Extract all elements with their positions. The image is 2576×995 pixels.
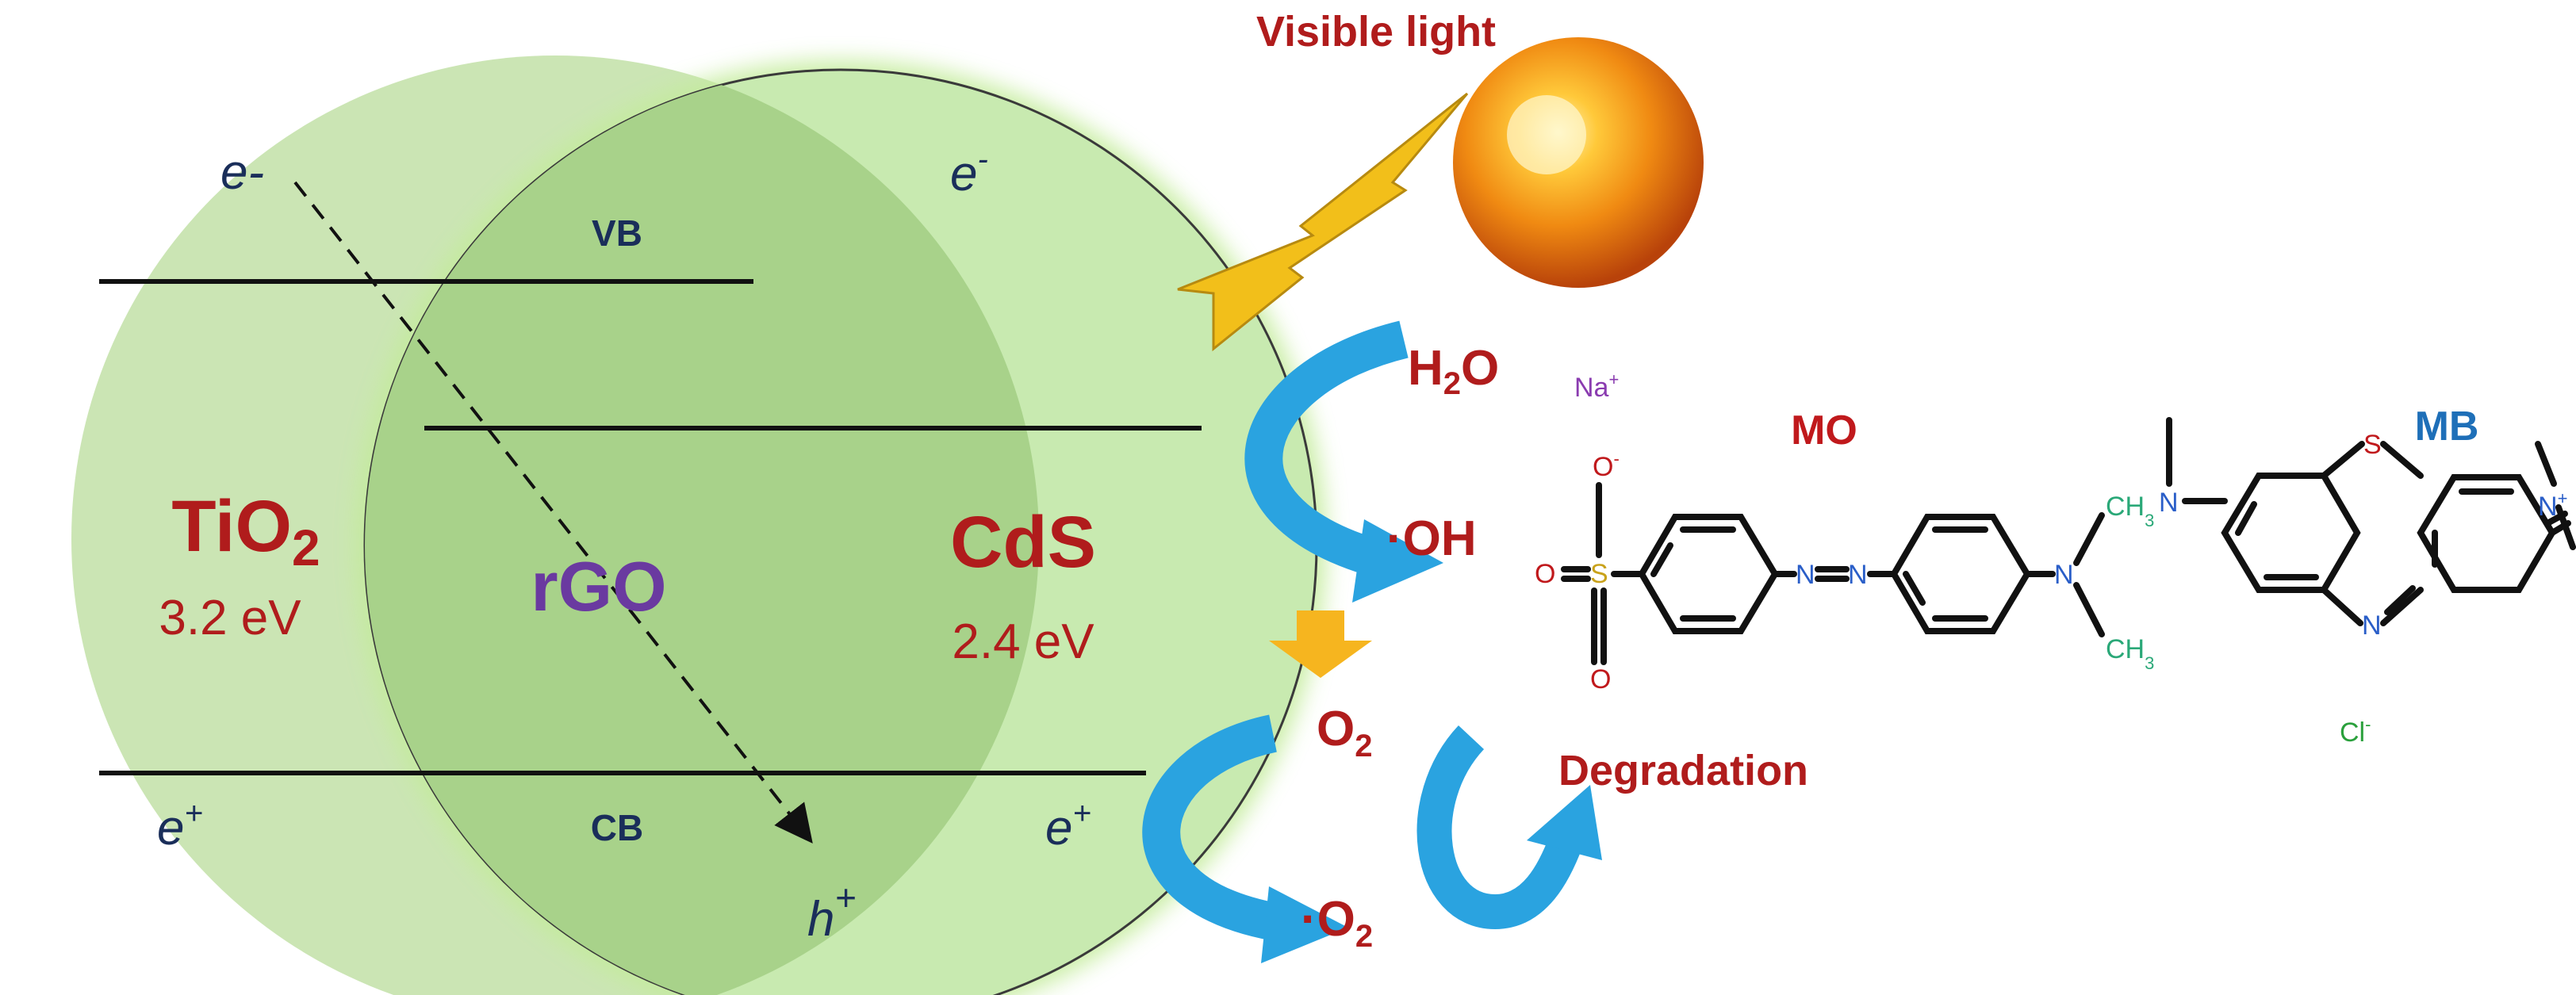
oxygen-to-superoxide-arrow: [1142, 714, 1288, 943]
mo-n3: N: [2054, 560, 2074, 590]
mo-o-bottom: O: [1590, 664, 1611, 695]
hole-center-label: h+: [807, 877, 856, 947]
mo-o-top: O-: [1593, 449, 1620, 482]
cb-label: CB: [591, 807, 643, 848]
mb-molecule: MB Cl- N S N N+: [2159, 404, 2576, 748]
mb-title: MB: [2415, 404, 2479, 450]
mb-s: S: [2363, 430, 2382, 460]
mo-title: MO: [1791, 408, 1857, 453]
vb-label: VB: [592, 212, 642, 254]
overlap-region: [365, 70, 1039, 995]
lightning-bolt-icon: [1177, 92, 1469, 352]
sun-flare: [1507, 95, 1586, 174]
hole-left-label: e+: [157, 796, 203, 855]
cds-label: CdS: [950, 502, 1096, 583]
mo-counter-ion: Na+: [1574, 369, 1619, 403]
mb-n-ring: N: [2362, 610, 2382, 641]
degradation-arrowhead: [1527, 785, 1602, 860]
mo-s: S: [1590, 559, 1608, 589]
mb-n-right: N+: [2538, 488, 2567, 522]
water-to-hydroxyl-arrowhead: [1352, 519, 1443, 603]
water-to-hydroxyl-arrow: [1244, 320, 1409, 578]
tio2-label: TiO2: [171, 486, 320, 576]
orange-down-arrow: [1269, 610, 1372, 678]
mb-counter-ion: Cl-: [2340, 714, 2371, 748]
visible-light-label: Visible light: [1256, 8, 1496, 55]
degradation-arrow: [1416, 725, 1583, 930]
tio2-band-gap: 3.2 eV: [159, 591, 301, 645]
hydroxyl-label: ·OH: [1386, 511, 1477, 566]
mo-ch3-bottom: CH3: [2106, 634, 2154, 673]
water-label: H2O: [1408, 341, 1499, 401]
cds-band-gap: 2.4 eV: [952, 614, 1094, 669]
oxygen-label: O2: [1317, 702, 1372, 763]
superoxide-label: ·O2: [1301, 892, 1373, 954]
electron-transfer-arrow: [293, 181, 813, 844]
oxygen-to-superoxide-arrowhead: [1261, 886, 1348, 963]
hole-right-label: e+: [1045, 796, 1091, 855]
electron-left-label: e-: [220, 145, 264, 200]
mo-n1: N: [1796, 560, 1815, 590]
mo-o-left: O: [1535, 559, 1555, 589]
sun-icon: [1453, 37, 1704, 288]
rgo-label: rGO: [531, 547, 666, 626]
mo-molecule: MO Na+ O- S O O N N N CH3: [1535, 369, 2154, 695]
mo-n2: N: [1848, 560, 1868, 590]
degradation-label: Degradation: [1558, 747, 1808, 794]
mo-ch3-top: CH3: [2106, 492, 2154, 530]
electron-right-label: e-: [950, 142, 988, 201]
mb-n-left: N: [2159, 488, 2179, 518]
